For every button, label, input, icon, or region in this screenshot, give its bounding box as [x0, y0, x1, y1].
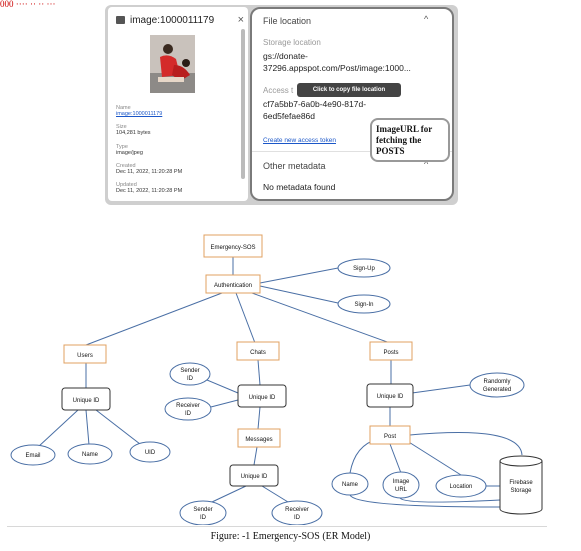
- name-link[interactable]: image:1000011179: [116, 111, 163, 117]
- node-messages: Messages: [237, 428, 281, 448]
- svg-text:ID: ID: [185, 411, 192, 417]
- node-users: Users: [63, 344, 107, 364]
- name-label: Name: [116, 105, 131, 111]
- svg-text:Sender: Sender: [193, 507, 212, 513]
- svg-text:Post: Post: [384, 434, 396, 440]
- node-posts-unique-id: Unique ID: [366, 383, 414, 408]
- chevron-up-icon[interactable]: ^: [424, 159, 429, 169]
- svg-text:Receiver: Receiver: [285, 507, 309, 513]
- node-sender-id: Sender ID: [169, 362, 211, 386]
- svg-text:Chats: Chats: [250, 350, 266, 356]
- imageurl-callout: ImageURL for fetching the POSTS: [370, 118, 450, 162]
- size-label: Size: [116, 124, 127, 130]
- svg-text:Posts: Posts: [383, 350, 398, 356]
- updated-value: Dec 11, 2022, 11:20:28 PM: [116, 188, 183, 194]
- callout-line-2: fetching the: [376, 135, 422, 145]
- file-location-panel: File location ^ Storage location gs://do…: [250, 7, 454, 201]
- svg-text:URL: URL: [395, 487, 408, 493]
- updated-label: Updated: [116, 182, 137, 188]
- svg-text:UID: UID: [145, 450, 156, 456]
- svg-text:ID: ID: [187, 376, 194, 382]
- svg-text:Sender: Sender: [180, 368, 199, 374]
- file-panel-header: image:1000011179 ×: [116, 12, 244, 28]
- created-value: Dec 11, 2022, 11:20:28 PM: [116, 169, 183, 175]
- scrollbar[interactable]: [241, 29, 245, 179]
- node-post-name: Name: [331, 472, 369, 496]
- node-emergency-sos: Emergency-SOS: [203, 234, 263, 258]
- other-metadata-heading[interactable]: Other metadata: [263, 161, 326, 171]
- er-diagram: Emergency-SOS Authentication Sign-Up Sig…: [10, 234, 543, 525]
- node-randomly-generated: Randomly Generated: [469, 372, 525, 398]
- create-access-token-link[interactable]: Create new access token: [263, 137, 336, 144]
- svg-text:Randomly: Randomly: [483, 379, 510, 385]
- no-metadata-text: No metadata found: [263, 182, 336, 192]
- storage-location-label: Storage location: [263, 38, 321, 47]
- callout-line-3: POSTS: [376, 146, 405, 156]
- node-chats-unique-id: Unique ID: [237, 384, 287, 408]
- image-thumbnail: [150, 35, 195, 93]
- close-icon[interactable]: ×: [237, 14, 244, 26]
- node-sign-up: Sign-Up: [337, 258, 391, 278]
- section-divider: [252, 151, 452, 152]
- image-icon: [116, 16, 125, 24]
- diagram-connectors: [37, 257, 523, 508]
- svg-text:Sign-Up: Sign-Up: [353, 266, 375, 272]
- svg-text:ID: ID: [200, 515, 207, 521]
- access-token-line1[interactable]: cf7a5bb7-6a0b-4e90-817d-: [263, 99, 367, 109]
- node-msg-sender-id: Sender ID: [179, 500, 227, 525]
- svg-text:Unique ID: Unique ID: [249, 395, 276, 401]
- svg-text:Unique ID: Unique ID: [241, 474, 268, 480]
- svg-text:Name: Name: [342, 482, 359, 488]
- node-location: Location: [435, 474, 487, 498]
- storage-location-line1[interactable]: gs://donate-: [263, 51, 308, 61]
- svg-text:ID: ID: [294, 515, 301, 521]
- node-authentication: Authentication: [205, 274, 261, 294]
- access-token-line2[interactable]: 6ed5fefae86d: [263, 111, 315, 121]
- node-chats: Chats: [236, 341, 280, 361]
- callout-line-1: ImageURL for: [376, 124, 433, 134]
- svg-text:Emergency-SOS: Emergency-SOS: [210, 245, 255, 251]
- file-details-panel: image:1000011179 × Name image:1000011179…: [108, 7, 248, 201]
- svg-text:Messages: Messages: [245, 437, 272, 443]
- svg-text:Unique ID: Unique ID: [377, 394, 404, 400]
- svg-text:Sign-In: Sign-In: [354, 302, 373, 308]
- figure-caption: Figure: -1 Emergency-SOS (ER Model): [210, 531, 371, 542]
- svg-text:Image: Image: [393, 479, 410, 485]
- node-name: Name: [67, 443, 113, 465]
- node-sign-in: Sign-In: [337, 294, 391, 314]
- svg-text:Authentication: Authentication: [214, 283, 252, 289]
- node-post: Post: [369, 425, 411, 445]
- node-users-unique-id: Unique ID: [61, 387, 111, 411]
- svg-text:Receiver: Receiver: [176, 403, 200, 409]
- type-label: Type: [116, 144, 128, 150]
- copy-location-tooltip: Click to copy file location: [297, 83, 401, 97]
- access-token-label: Access t: [263, 86, 294, 95]
- type-value: image/jpeg: [116, 150, 143, 156]
- svg-text:Generated: Generated: [483, 387, 511, 393]
- svg-text:Unique ID: Unique ID: [73, 398, 100, 404]
- node-msg-receiver-id: Receiver ID: [271, 500, 323, 525]
- node-email: Email: [10, 444, 56, 466]
- svg-text:Location: Location: [450, 484, 473, 490]
- node-posts: Posts: [369, 341, 413, 361]
- svg-text:Email: Email: [25, 453, 40, 459]
- svg-text:Users: Users: [77, 353, 93, 359]
- size-value: 104,281 bytes: [116, 130, 151, 136]
- created-label: Created: [116, 163, 136, 169]
- node-image-url: Image URL: [382, 471, 420, 499]
- top-strip-text: 000 ···· ·· ·· ···: [0, 0, 56, 9]
- node-uid: UID: [129, 441, 171, 463]
- node-receiver-id: Receiver ID: [164, 397, 212, 421]
- svg-text:Storage: Storage: [510, 488, 532, 494]
- node-messages-unique-id: Unique ID: [229, 464, 279, 487]
- file-title: image:1000011179: [130, 14, 215, 26]
- storage-location-line2[interactable]: 37296.appspot.com/Post/image:1000...: [263, 63, 411, 73]
- file-location-heading[interactable]: File location: [263, 16, 312, 26]
- svg-text:Firebase: Firebase: [509, 480, 533, 486]
- chevron-up-icon[interactable]: ^: [424, 14, 429, 24]
- svg-text:Name: Name: [82, 452, 99, 458]
- node-firebase-storage: Firebase Storage: [499, 455, 543, 515]
- caption-rule: [7, 526, 547, 527]
